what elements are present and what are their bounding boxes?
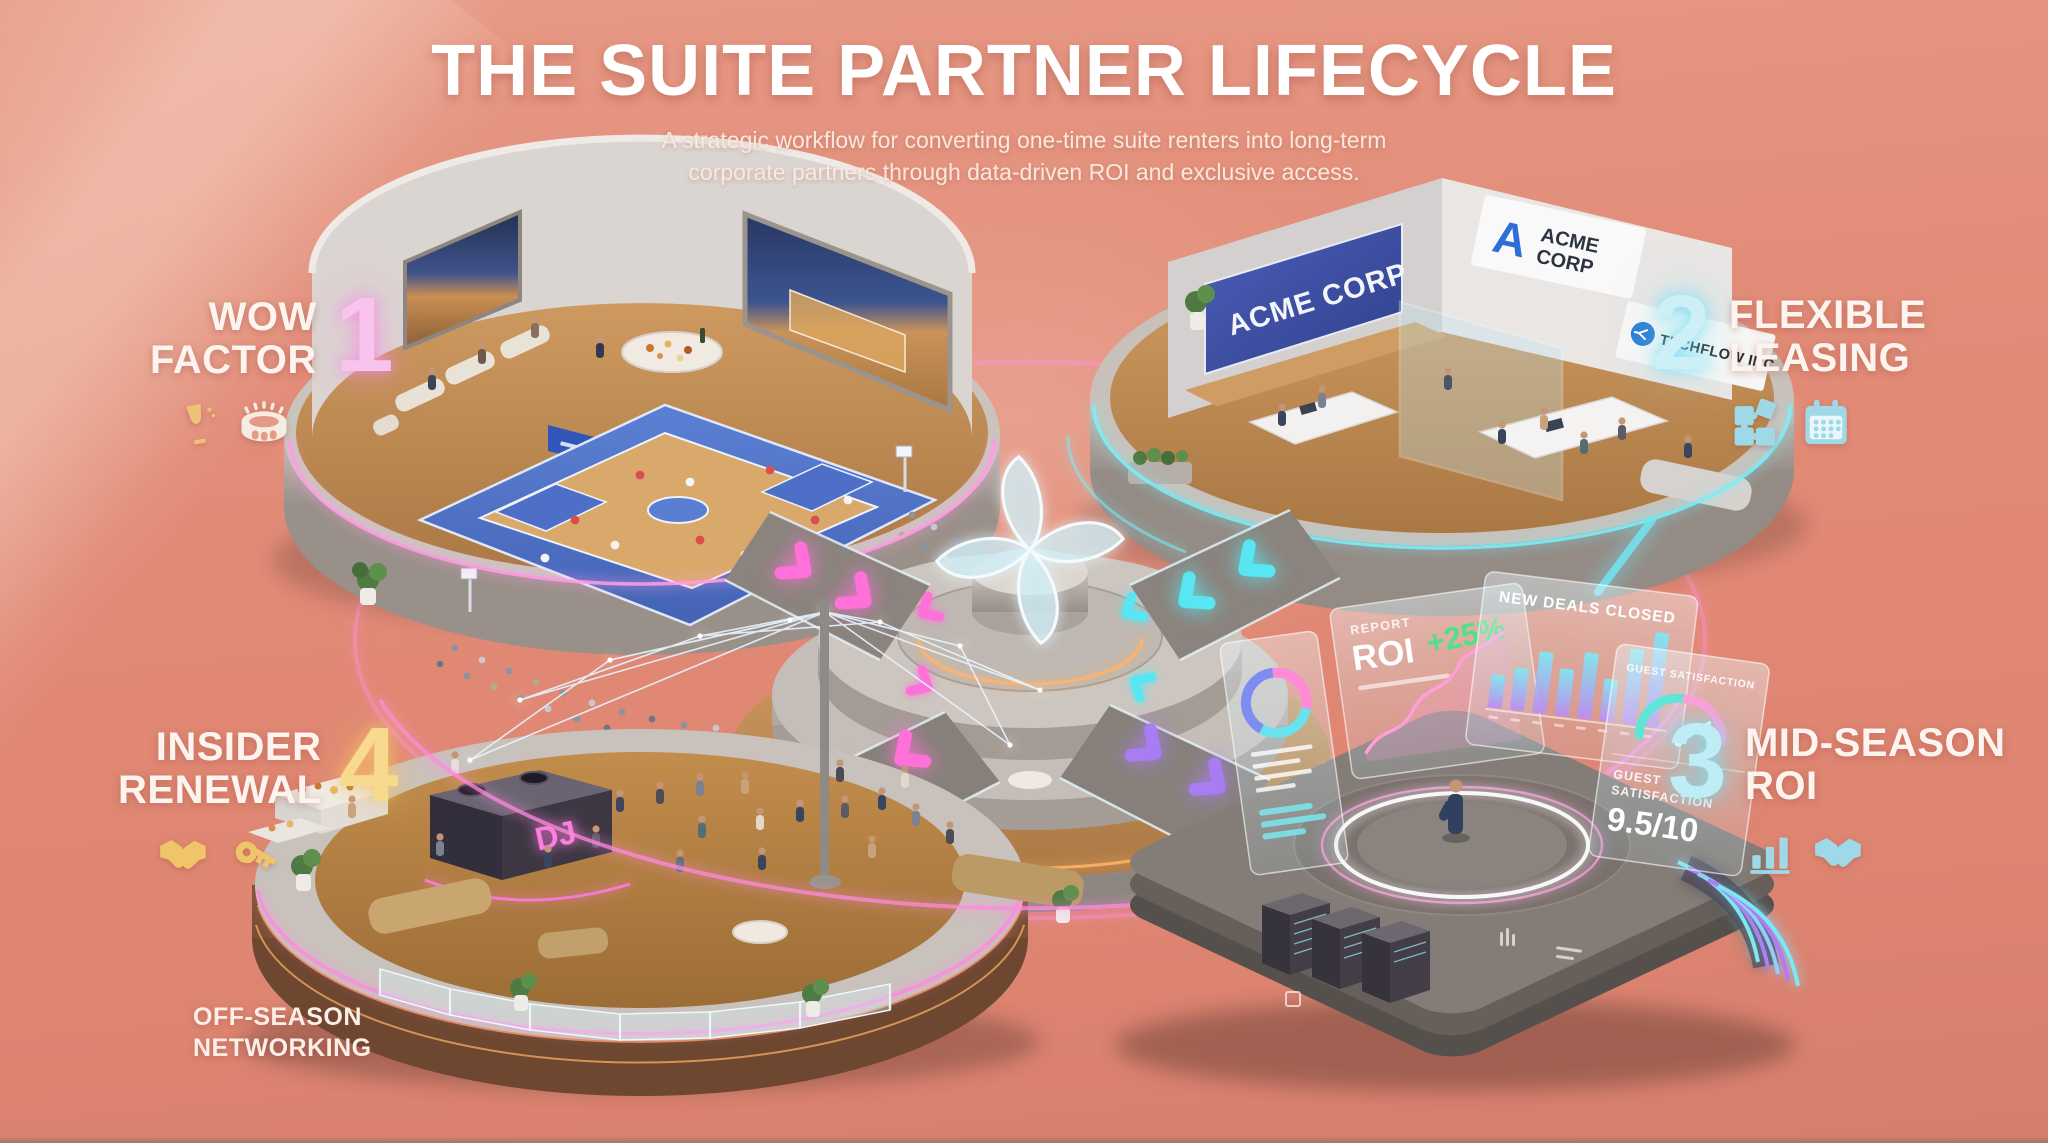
bar-chart-icon	[1750, 837, 1790, 875]
off-season-note-line1: OFF-SEASON	[193, 1003, 362, 1031]
suite-neon-rim	[288, 439, 996, 586]
networking-plants	[291, 849, 1079, 1017]
subtitle-line1: A strategic workflow for converting one-…	[661, 127, 1387, 153]
stage3-label-line2: ROI	[1744, 764, 1818, 809]
neon-cables	[1677, 856, 1800, 987]
champagne-glass-icon	[186, 404, 216, 445]
handshake-icon	[1815, 838, 1861, 868]
key-icon	[235, 841, 277, 869]
stadium-icon	[241, 401, 287, 442]
acme-wall-sign	[1204, 222, 1403, 376]
stage-label-wow-factor: WOW FACTOR	[150, 282, 394, 452]
stage4-number: 4	[339, 706, 399, 824]
page-title: THE SUITE PARTNER LIFECYCLE	[431, 31, 1617, 111]
glass-railings	[378, 968, 892, 1041]
subtitle-line2: corporate partners through data-driven R…	[688, 159, 1360, 186]
off-season-note: OFF-SEASON NETWORKING	[193, 1002, 372, 1063]
deal-bar	[1510, 667, 1529, 712]
networking-platform: DJ	[240, 600, 1084, 1096]
string-lights-web	[469, 611, 1041, 761]
holo-panel-gauge: GUEST SATISFACTION GUEST SATISFACTION 9.…	[1588, 643, 1770, 877]
stage2-label-line1: FLEXIBLE	[1728, 293, 1927, 337]
stage-label-flexible-leasing: 2 FLEXIBLE LEASING	[1652, 280, 1927, 450]
page-subtitle: A strategic workflow for converting one-…	[0, 124, 2048, 188]
office-platform: ACME CORP A ACME CORP TECHFLOW INC	[1066, 178, 1807, 616]
stage1-number: 1	[334, 276, 394, 394]
puzzle-piece-icon	[1734, 399, 1776, 446]
techflow-sign: TECHFLOW INC	[1615, 301, 1776, 391]
suite-wall	[312, 138, 972, 439]
stage4-label-line2: RENEWAL	[118, 768, 322, 813]
roi-platform: REPORT ROI +25% NEW DEALS CLOSED	[1115, 516, 1800, 1091]
stage3-number: 3	[1668, 702, 1727, 820]
stage2-number: 2	[1652, 274, 1711, 392]
suite-tv-screen	[403, 208, 522, 352]
dj-booth: DJ	[424, 751, 631, 902]
bottom-edge-shadow	[0, 1136, 2048, 1143]
stage1-label-line2: FACTOR	[150, 338, 317, 383]
stage-label-insider-renewal: INSIDER RENEWAL 4	[118, 712, 398, 878]
calendar-icon	[1805, 399, 1847, 445]
glass-flower-sculpture	[934, 454, 1126, 646]
deal-bar	[1487, 674, 1506, 709]
stage1-label-line1: WOW	[208, 295, 317, 339]
networking-neon-rim	[256, 889, 1024, 1036]
header: THE SUITE PARTNER LIFECYCLE A strategic …	[0, 30, 2048, 188]
networking-lounge	[368, 771, 1084, 959]
acme-logo-sign: A ACME CORP	[1471, 195, 1646, 299]
score-label-line1: GUEST	[1613, 767, 1663, 788]
holo-panel-metrics	[1219, 630, 1349, 876]
deal-bar	[1532, 651, 1554, 715]
office-neon-rim	[1092, 404, 1792, 550]
stage4-label-line1: INSIDER	[155, 725, 322, 769]
handshake-icon	[159, 840, 206, 870]
satisfaction-gauge	[1634, 693, 1726, 748]
presenter-figure	[1438, 779, 1470, 843]
suite-lounge	[373, 315, 723, 436]
bridge-office-to-hub	[1129, 508, 1341, 662]
deal-bar	[1554, 668, 1575, 717]
stage3-label-line1: MID-SEASON	[1744, 721, 2006, 765]
off-season-note-line2: NETWORKING	[193, 1033, 372, 1062]
deal-bar	[1577, 652, 1599, 720]
stage-label-mid-season-roi: 3 MID-SEASON ROI	[1668, 708, 2006, 878]
cycle-ring-pink-back	[353, 360, 1707, 920]
stage2-label-line2: LEASING	[1728, 336, 1911, 381]
roi-label: ROI	[1350, 631, 1417, 678]
server-racks	[1262, 893, 1430, 1003]
office-desks	[1247, 367, 1752, 511]
donut-chart	[1240, 667, 1312, 738]
